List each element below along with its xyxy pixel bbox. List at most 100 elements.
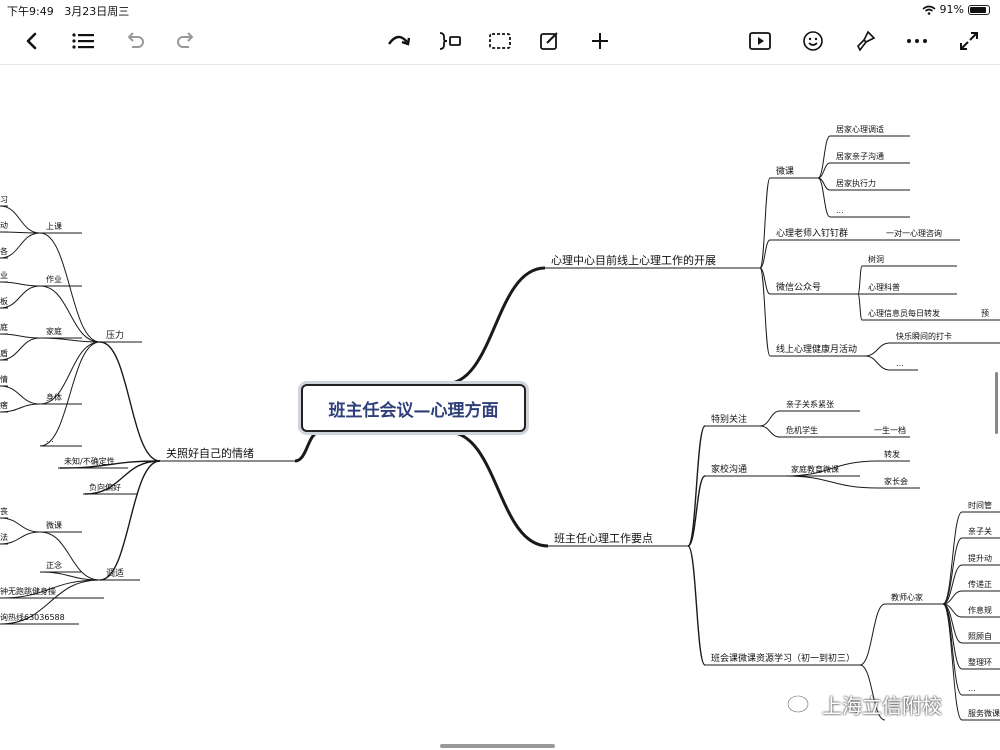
c	[759, 267, 771, 357]
node-teacher-item[interactable]: 照顾自	[968, 631, 992, 641]
node-teacher-item[interactable]: 整理环	[968, 657, 992, 667]
node-gzh-tail[interactable]: 预	[981, 308, 989, 318]
topic-labels: 心理中心目前线上心理工作的开展微课心理老师入钉钉群微信公众号线上心理健康月活动居…	[0, 124, 1000, 718]
node-leaf[interactable]: 盾	[0, 348, 8, 358]
format-brush-icon[interactable]	[850, 26, 880, 56]
boundary-icon[interactable]	[485, 26, 515, 56]
relationship-icon[interactable]	[384, 26, 414, 56]
node-activity-item[interactable]: ...	[896, 359, 904, 368]
node-unknown[interactable]: 未知/不确定性	[64, 456, 115, 466]
node-gzh-item[interactable]: 心理信息员每日转发	[868, 308, 940, 318]
node-special-item[interactable]: 亲子关系紧张	[786, 399, 834, 409]
mindmap: 心理中心目前线上心理工作的开展微课心理老师入钉钉群微信公众号线上心理健康月活动居…	[0, 124, 1000, 721]
node-adjust-item[interactable]: 微课	[46, 520, 62, 530]
battery-fill	[970, 6, 987, 13]
vertical-scrollbar[interactable]	[995, 372, 998, 434]
subtopic-icon[interactable]	[435, 26, 465, 56]
node-teacher-item[interactable]: 作息规	[968, 605, 992, 615]
outline-list-icon[interactable]	[68, 26, 98, 56]
central-topic-label: 班主任会议—心理方面	[328, 400, 499, 421]
node-pressure-item[interactable]: ...	[46, 435, 54, 444]
branch-points[interactable]: 班主任心理工作要点	[554, 532, 653, 545]
node-leaf[interactable]: 法	[0, 532, 8, 542]
c	[942, 564, 963, 605]
c	[857, 265, 863, 295]
node-home-school[interactable]: 家校沟通	[711, 463, 747, 475]
connector-lines	[0, 135, 1000, 721]
c	[0, 205, 41, 234]
node-teacher-item[interactable]: 亲子关	[968, 526, 992, 536]
node-class-course[interactable]: 班会课微课资源学习（初一到初三）	[711, 652, 855, 664]
c	[39, 531, 101, 581]
c	[39, 285, 101, 343]
undo-icon[interactable]	[120, 26, 150, 56]
node-family-item[interactable]: 转发	[884, 449, 900, 459]
add-icon[interactable]	[585, 26, 615, 56]
node-teacher-item[interactable]: 服务微课	[968, 708, 1000, 718]
node-pressure-item[interactable]: 作业	[46, 274, 62, 284]
node-leaf[interactable]: 动	[0, 220, 8, 230]
node-leaf[interactable]: 各	[0, 246, 8, 256]
central-topic[interactable]: 班主任会议—心理方面	[301, 384, 526, 432]
node-family-item[interactable]: 家长会	[884, 476, 908, 486]
c	[84, 460, 161, 495]
note-edit-icon[interactable]	[535, 26, 565, 56]
node-crisis-child[interactable]: 一生一档	[874, 425, 906, 435]
node-pressure[interactable]: 压力	[106, 329, 124, 341]
node-leaf[interactable]: 板	[0, 296, 8, 306]
c	[0, 281, 41, 287]
node-gzh-item[interactable]: 心理科普	[868, 282, 900, 292]
node-adjust[interactable]: 调适	[106, 568, 124, 579]
node-weike-item[interactable]: 居家心理调适	[836, 124, 884, 134]
node-teacher-item[interactable]: 时间管	[968, 500, 992, 510]
node-teacher-item[interactable]: 提升动	[968, 553, 992, 563]
node-weike-item[interactable]: 居家亲子沟通	[836, 151, 884, 161]
node-teacher-heart[interactable]: 教师心家	[891, 592, 923, 602]
node-exercise[interactable]: 钟无跑跳健身操	[0, 586, 56, 596]
battery-percent: 91%	[939, 3, 964, 16]
node-weike-item[interactable]: ...	[836, 206, 844, 215]
presentation-icon[interactable]	[745, 26, 775, 56]
node-pressure-item[interactable]: 身体	[46, 392, 62, 402]
c	[0, 517, 41, 533]
branch-emotion[interactable]: 关照好自己的情绪	[166, 446, 254, 460]
c	[859, 664, 886, 721]
node-adjust-item[interactable]: 正念	[46, 560, 62, 570]
more-icon[interactable]	[902, 26, 932, 56]
fullscreen-icon[interactable]	[954, 26, 984, 56]
node-special[interactable]: 特别关注	[711, 413, 747, 425]
node-special-item[interactable]: 危机学生	[786, 425, 818, 435]
node-pressure-item[interactable]: 家庭	[46, 326, 62, 336]
node-gongzhonghao[interactable]: 微信公众号	[776, 281, 821, 293]
status-time: 下午9:49 3月23日周三	[7, 5, 130, 18]
node-leaf[interactable]: 情	[0, 374, 8, 384]
redo-icon[interactable]	[171, 26, 201, 56]
node-leaf[interactable]: 丧	[0, 507, 8, 516]
back-icon[interactable]	[17, 26, 47, 56]
mindmap-canvas[interactable]: 心理中心目前线上心理工作的开展微课心理老师入钉钉群微信公众号线上心理健康月活动居…	[0, 64, 1000, 750]
node-leaf[interactable]: 业	[0, 270, 8, 280]
node-leaf[interactable]: 习	[0, 195, 8, 204]
node-dingding[interactable]: 心理老师入钉钉群	[776, 227, 848, 239]
node-negative[interactable]: 负向偏好	[89, 482, 121, 492]
node-hotline[interactable]: 询热线63036588	[0, 612, 65, 622]
wechat-logo-icon	[787, 694, 815, 714]
node-teacher-item[interactable]: ...	[968, 684, 976, 693]
emoji-icon[interactable]	[798, 26, 828, 56]
node-activity-item[interactable]: 快乐瞬间的打卡	[896, 331, 952, 341]
node-family-course[interactable]: 家庭教育微课	[791, 464, 839, 474]
node-teacher-item[interactable]: 传递正	[968, 579, 992, 589]
c	[759, 177, 771, 269]
c	[99, 341, 161, 462]
node-leaf[interactable]: 瘩	[0, 400, 8, 410]
node-activity[interactable]: 线上心理健康月活动	[776, 343, 857, 355]
node-dingding-child[interactable]: 一对一心理咨询	[886, 228, 942, 238]
node-weike-item[interactable]: 居家执行力	[836, 178, 876, 188]
node-gzh-item[interactable]: 树洞	[868, 254, 884, 264]
branch-online[interactable]: 心理中心目前线上心理工作的开展	[551, 253, 716, 267]
node-leaf[interactable]: 庭	[0, 322, 8, 332]
node-pressure-item[interactable]: 上课	[46, 222, 62, 231]
node-weike[interactable]: 微课	[776, 165, 794, 177]
c	[942, 603, 963, 696]
status-bar: 下午9:49 3月23日周三 91%	[0, 0, 1000, 18]
